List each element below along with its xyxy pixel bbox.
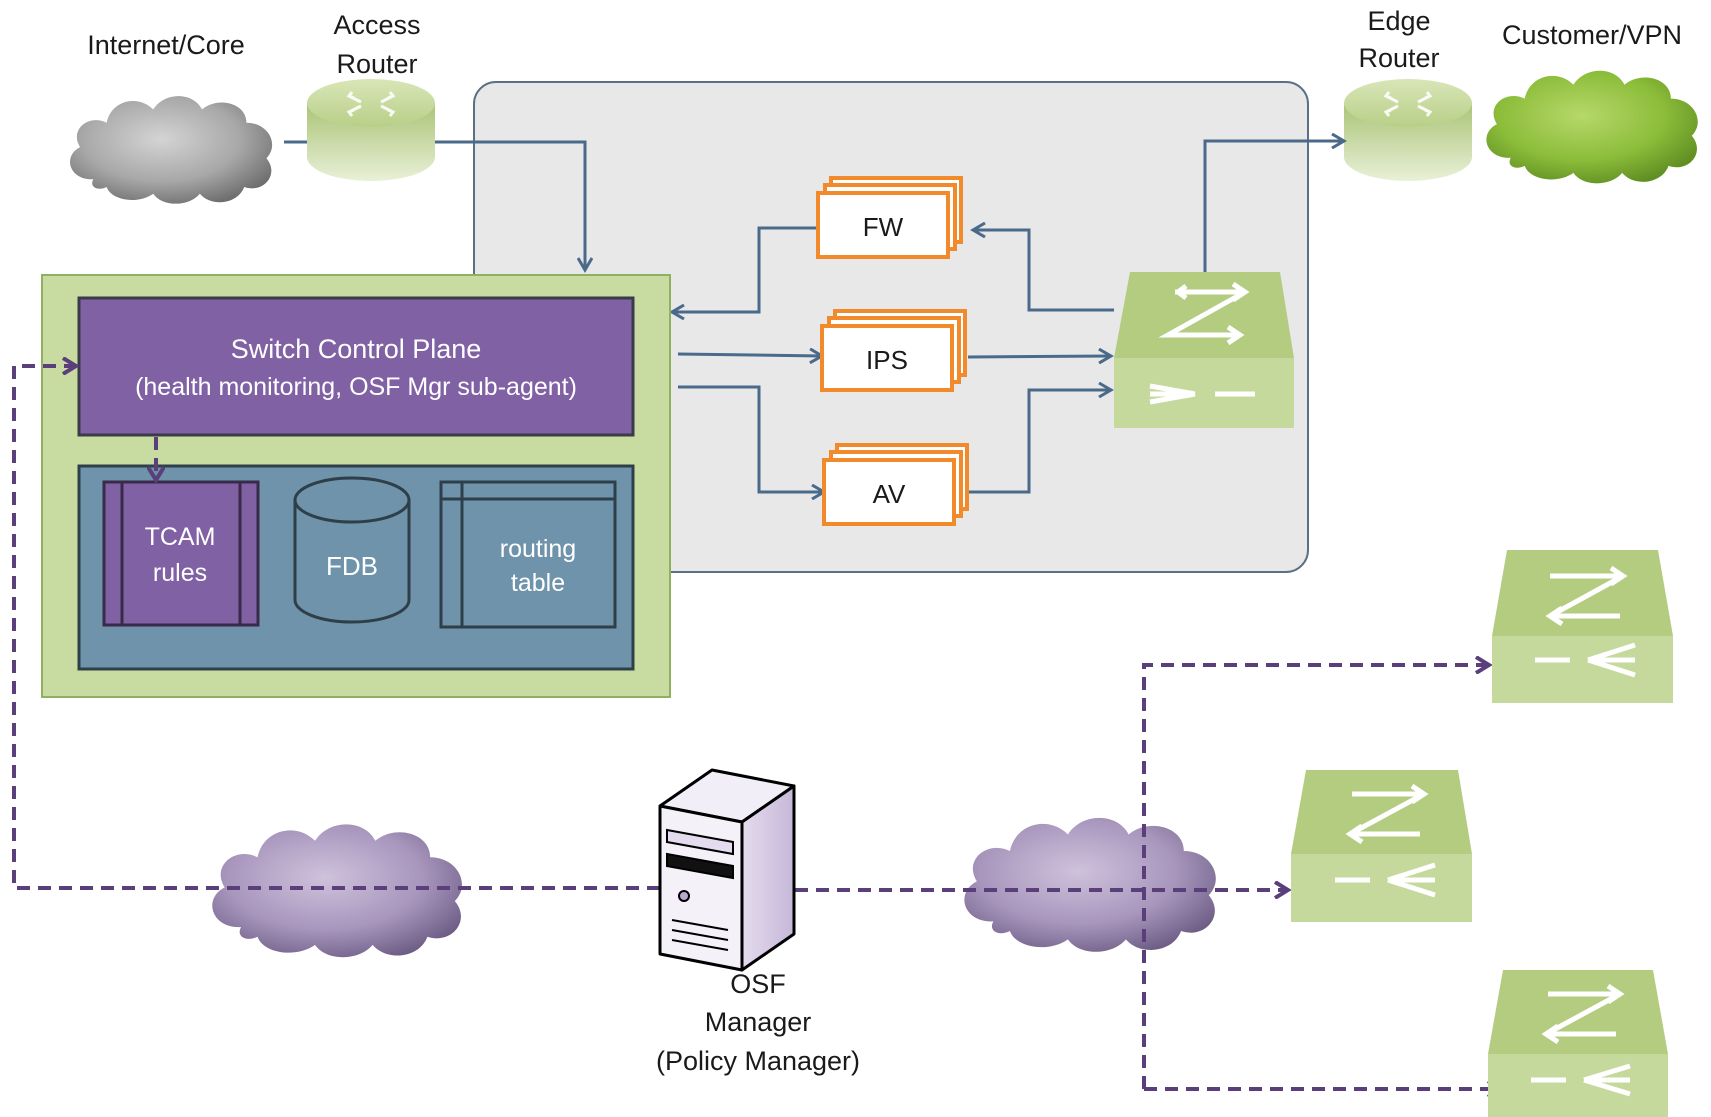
control-plane-subtitle: (health monitoring, OSF Mgr sub-agent)	[135, 373, 577, 401]
access-to-switch-flow	[435, 140, 585, 270]
management-cloud-right	[964, 817, 1216, 952]
managed-switch-bottom-icon	[1488, 970, 1668, 1117]
internet-core-label: Internet/Core	[87, 30, 245, 60]
customer-vpn-label: Customer/VPN	[1502, 20, 1682, 50]
fw-label: FW	[863, 212, 904, 242]
av-to-vswitch-flow	[968, 390, 1111, 494]
managed-switch-middle-icon	[1291, 770, 1472, 922]
edge-router-icon	[1344, 79, 1472, 181]
fw-to-switch-flow	[672, 226, 818, 312]
ips-to-vswitch-flow	[967, 356, 1111, 357]
fw-service-box: FW	[816, 176, 963, 259]
manager-to-switch-top-policy	[1142, 665, 1489, 1089]
access-router-label-line1: Access	[333, 10, 420, 40]
management-cloud-left	[212, 824, 462, 958]
switch-to-ips-flow	[677, 354, 822, 356]
switch-control-plane	[77, 296, 635, 437]
access-router-label-line2: Router	[336, 49, 417, 79]
fdb-label: FDB	[326, 551, 378, 581]
manager-to-control-plane-policy	[12, 366, 660, 890]
tcam-rules-block: TCAM rules	[102, 480, 260, 627]
routing-table-block: routing table	[439, 480, 617, 629]
access-router-icon	[307, 79, 435, 181]
edge-router-label-line2: Router	[1358, 43, 1439, 73]
managed-switch-top-icon	[1492, 550, 1673, 703]
tcam-label-line2: rules	[153, 559, 207, 587]
av-label: AV	[873, 479, 906, 509]
osf-manager-label-line1: OSF	[730, 969, 786, 999]
osf-manager-label-line2: Manager	[705, 1007, 812, 1037]
service-switch-icon	[1114, 272, 1294, 428]
customer-vpn-cloud	[1486, 70, 1698, 184]
vswitch-to-fw-flow	[973, 230, 1114, 312]
av-service-box: AV	[822, 443, 969, 526]
control-plane-title: Switch Control Plane	[231, 334, 482, 364]
routing-label-line1: routing	[500, 535, 576, 563]
routing-label-line2: table	[511, 569, 565, 597]
ips-label: IPS	[866, 345, 908, 375]
osf-manager-server-icon	[658, 768, 796, 972]
switch-to-av-flow	[678, 385, 824, 492]
internet-core-cloud	[70, 96, 273, 204]
edge-router-label-line1: Edge	[1367, 6, 1430, 36]
ips-service-box: IPS	[820, 309, 967, 392]
fdb-database-icon: FDB	[293, 476, 411, 624]
osf-manager-label-line3: (Policy Manager)	[656, 1046, 860, 1076]
vswitch-to-edge-flow	[1203, 141, 1344, 272]
tcam-label-line1: TCAM	[145, 523, 216, 551]
